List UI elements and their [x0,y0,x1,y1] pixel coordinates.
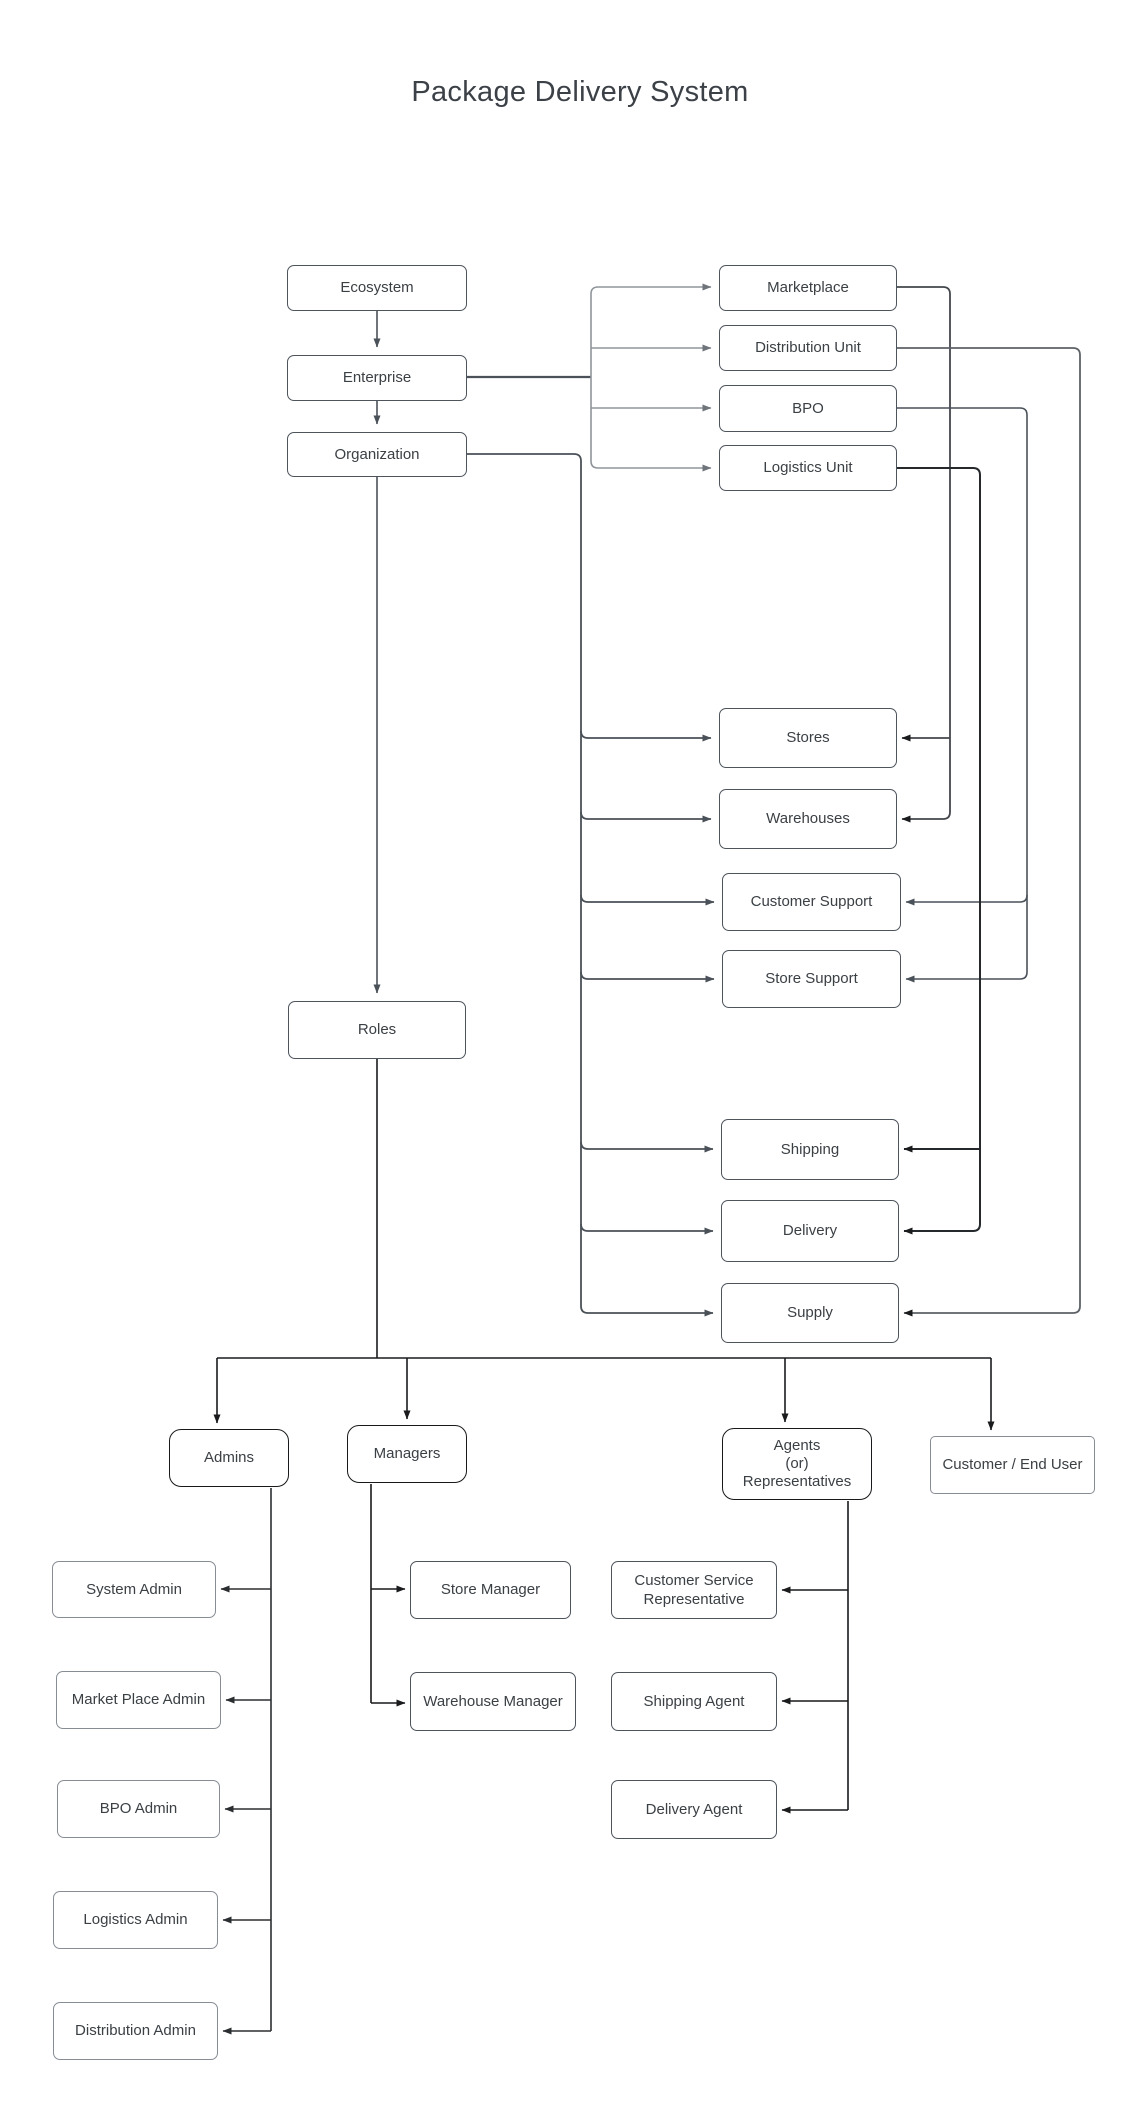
node-ecosystem: Ecosystem [287,265,467,311]
node-bpo-admin: BPO Admin [57,1780,220,1838]
node-enterprise: Enterprise [287,355,467,401]
edge-logistics-delivery [897,467,981,1235]
edge-enterprise-logistics-unit [590,377,712,472]
edge-managers-group [370,1484,406,1707]
node-logistics-unit: Logistics Unit [719,445,897,491]
edge-organization-supply [467,453,714,1317]
node-marketplace: Marketplace [719,265,897,311]
node-customer-service-representative-label: Customer Service Representative [634,1572,754,1608]
edge-organization-customer-support [580,894,715,906]
node-supply: Supply [721,1283,899,1343]
edge-organization-units [467,453,715,1317]
node-logistics-admin: Logistics Admin [53,1891,218,1949]
edge-organization-delivery [580,1223,714,1235]
node-customer-service-representative: Customer Service Representative [611,1561,777,1619]
edge-bpo-store-support [897,407,1028,983]
node-customer-support: Customer Support [722,873,901,931]
node-delivery-agent: Delivery Agent [611,1780,777,1839]
edge-roles-group [213,1059,995,1431]
node-delivery: Delivery [721,1200,899,1262]
edge-bpo-customer-support [905,894,1028,906]
node-stores: Stores [719,708,897,768]
node-customer-end-user: Customer / End User [930,1436,1095,1494]
node-warehouses: Warehouses [719,789,897,849]
edge-agents-group [781,1501,849,1814]
node-admins: Admins [169,1429,289,1487]
node-managers: Managers [347,1425,467,1483]
edge-enterprise-marketplace [590,283,712,377]
node-market-place-admin: Market Place Admin [56,1671,221,1729]
edge-enterprise-units [590,283,712,472]
node-store-support: Store Support [722,950,901,1008]
edge-organization-shipping [580,1141,714,1153]
node-shipping-agent: Shipping Agent [611,1672,777,1731]
node-agents-or-representatives: Agents (or) Representatives [722,1428,872,1500]
node-distribution-admin: Distribution Admin [53,2002,218,2060]
edge-marketplace-warehouses [897,286,951,823]
edge-distribution-supply [897,347,1081,1317]
edge-admins-group [220,1488,272,2035]
node-shipping: Shipping [721,1119,899,1180]
node-system-admin: System Admin [52,1561,216,1618]
node-store-manager: Store Manager [410,1561,571,1619]
edge-marketplace-group [897,286,951,823]
node-organization: Organization [287,432,467,477]
node-roles: Roles [288,1001,466,1059]
edge-logistics-group [897,467,981,1235]
node-bpo: BPO [719,385,897,432]
node-distribution-unit: Distribution Unit [719,325,897,371]
edge-organization-store-support [580,971,715,983]
node-warehouse-manager: Warehouse Manager [410,1672,576,1731]
edge-organization-stores [580,730,712,742]
node-agents-label: Agents (or) Representatives [742,1437,852,1490]
diagram-title: Package Delivery System [411,76,749,108]
edge-organization-warehouses [580,811,712,823]
edge-bpo-group [897,407,1028,983]
